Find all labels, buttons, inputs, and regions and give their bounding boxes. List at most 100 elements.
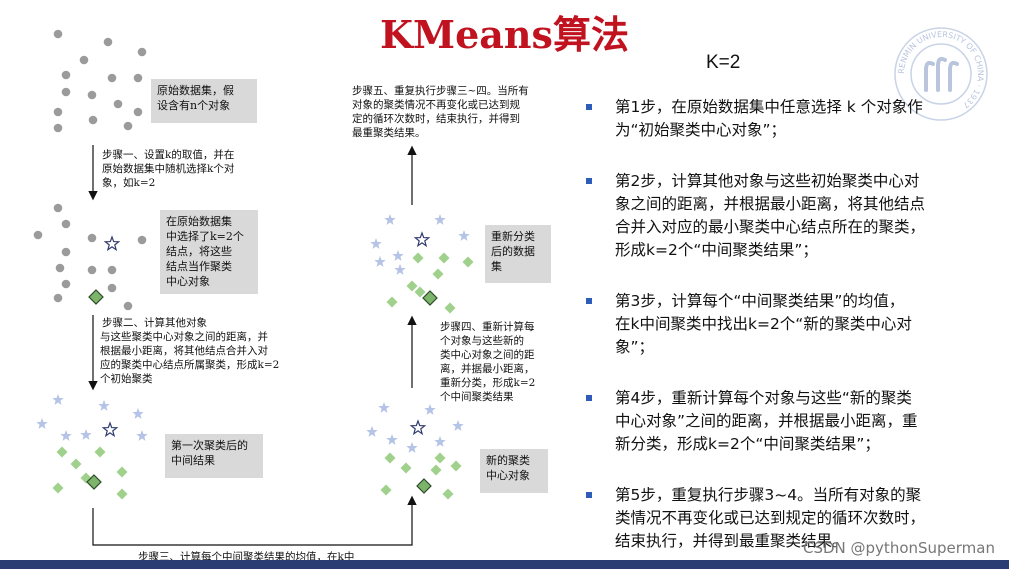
cluster-b-diamond-icon xyxy=(116,466,128,478)
cluster-b-diamond-icon xyxy=(52,482,64,494)
new-cluster-b-diamond-icon xyxy=(380,484,392,496)
k-value-label: K=2 xyxy=(706,52,741,73)
original-data-point xyxy=(87,90,97,100)
original-data-point xyxy=(79,55,89,65)
square-bullet-icon xyxy=(586,395,592,401)
new-cluster-a-star-icon xyxy=(424,404,436,415)
original-data-point xyxy=(53,29,63,39)
new-cluster-b-diamond-icon xyxy=(450,460,462,472)
unassigned-data-point xyxy=(53,203,63,213)
new-cluster-b-diamond-icon xyxy=(400,462,412,474)
new-cluster-a-star-icon xyxy=(452,420,464,431)
unassigned-data-point xyxy=(53,293,63,303)
annotation-step5: 步骤五、重复执行步骤三~四。当所有对象的聚类情况不再变化或已达到规 定的循环次数… xyxy=(352,85,529,139)
regrouped-star-icon xyxy=(370,238,382,249)
unassigned-data-point xyxy=(55,263,65,273)
new-cluster-b-diamond-icon xyxy=(430,464,442,476)
new-center-diamond-icon xyxy=(416,478,432,494)
original-data-point xyxy=(113,99,123,109)
box-original-data: 原始数据集，假设含有n个对象 xyxy=(151,79,257,123)
unassigned-data-point xyxy=(107,265,117,275)
cluster-a-star-icon xyxy=(52,394,64,405)
regrouped-diamond-icon xyxy=(406,280,418,292)
cluster-b-diamond-icon xyxy=(94,446,106,458)
footer-bar xyxy=(0,560,1009,569)
cluster-a-star-icon xyxy=(98,400,110,411)
new-cluster-b-diamond-icon xyxy=(384,452,396,464)
regrouped-star-icon xyxy=(392,250,404,261)
box-first-cluster: 第一次聚类后的中间结果 xyxy=(165,434,263,478)
new-cluster-a-star-icon xyxy=(434,436,446,447)
new-cluster-a-star-icon xyxy=(378,402,390,413)
original-data-point xyxy=(61,87,71,97)
regrouped-star-icon xyxy=(384,214,396,225)
step-item-1: 第1步，在原始数据集中任意选择 k 个对象作为“初始聚类中心对象”； xyxy=(586,96,990,142)
unassigned-data-point xyxy=(33,230,43,240)
annotation-step4: 步骤四、重新计算每个对象与这些新的 类中心对象之间的距离，并据最小距离， 重新分… xyxy=(440,321,536,403)
new-cluster-a-star-icon xyxy=(386,434,398,445)
original-data-point xyxy=(53,123,63,133)
regrouped-star-icon xyxy=(458,230,470,241)
new-cluster-a-star-icon xyxy=(366,426,378,437)
original-data-point xyxy=(123,121,133,131)
kmeans-process-diagram xyxy=(33,29,474,546)
step-item-5: 第5步，重复执行步骤3~4。当所有对象的聚类情况不再变化或已达到规定的循环次数时… xyxy=(586,484,990,553)
regrouped-star-icon xyxy=(394,264,406,275)
original-data-point xyxy=(61,70,71,80)
new-cluster-b-diamond-icon xyxy=(442,488,454,500)
unassigned-data-point xyxy=(87,233,97,243)
step-item-2: 第2步，计算其他对象与这些初始聚类中心对象之间的距离，并根据最小距离，将其他结点… xyxy=(586,170,990,262)
steps-list: 第1步，在原始数据集中任意选择 k 个对象作为“初始聚类中心对象”； 第2步，计… xyxy=(586,96,990,553)
original-data-point xyxy=(133,107,143,117)
unassigned-data-point xyxy=(123,301,133,311)
cluster-a-star-icon xyxy=(80,429,92,440)
square-bullet-icon xyxy=(586,178,592,184)
regrouped-star-icon xyxy=(374,256,386,267)
page-title: KMeans算法 xyxy=(380,12,629,57)
unassigned-data-point xyxy=(87,265,97,275)
unassigned-data-point xyxy=(107,283,117,293)
step-item-4: 第4步，重新计算每个对象与这些“新的聚类中心对象”之间的距离，并根据最小距离，重… xyxy=(586,387,990,456)
initial-center-diamond-icon xyxy=(88,289,104,305)
regrouped-diamond-icon xyxy=(444,302,456,314)
cluster-a-star-icon xyxy=(60,430,72,441)
box-selected-centers: 在原始数据集中选择了k=2个 结点，将这些结点当作聚类 中心对象 xyxy=(160,210,258,294)
regrouped-diamond-icon xyxy=(386,296,398,308)
university-seal-icon: RENMIN UNIVERSITY OF CHINA · 1937 xyxy=(894,27,988,121)
unassigned-data-point xyxy=(137,235,147,245)
square-bullet-icon xyxy=(586,298,592,304)
regrouped-star-icon xyxy=(434,214,446,225)
original-data-point xyxy=(53,107,63,117)
regrouped-diamond-icon xyxy=(438,252,450,264)
unassigned-data-point xyxy=(61,219,71,229)
annotation-step1: 步骤一、设置k的取值，并在原始数据集中随机选择k个对象，如k=2 xyxy=(102,149,235,189)
box-regrouped-data: 重新分类后的数据集 xyxy=(485,225,551,283)
regrouped-diamond-icon xyxy=(462,256,474,268)
new-cluster-b-diamond-icon xyxy=(434,452,446,464)
annotation-step2: 步骤二、计算其他对象 与这些聚类中心对象之间的距离，并根据最小距离，将其他结点合… xyxy=(100,317,280,385)
regrouped-diamond-icon xyxy=(414,286,426,298)
original-data-point xyxy=(103,37,113,47)
cluster-b-center-diamond-icon xyxy=(86,474,102,490)
box-new-centers: 新的聚类中心对象 xyxy=(480,449,548,493)
cluster-b-diamond-icon xyxy=(70,458,82,470)
original-data-point xyxy=(137,47,147,57)
regrouped-center-star-icon xyxy=(413,231,431,248)
csdn-watermark: CSDN @pythonSuperman xyxy=(803,539,995,557)
original-data-point xyxy=(88,115,98,125)
square-bullet-icon xyxy=(586,104,592,110)
unassigned-data-point xyxy=(61,279,71,289)
new-center-star-icon xyxy=(409,419,427,436)
original-data-point xyxy=(133,73,143,83)
unassigned-data-point xyxy=(61,247,71,257)
cluster-a-star-icon xyxy=(136,430,148,441)
cluster-b-diamond-icon xyxy=(56,446,68,458)
regrouped-diamond-icon xyxy=(432,268,444,280)
initial-center-star-icon xyxy=(103,235,121,252)
cluster-a-star-icon xyxy=(36,418,48,429)
step-item-3: 第3步，计算每个“中间聚类结果”的均值，在k中间聚类中找出k=2个“新的聚类中心… xyxy=(586,290,990,359)
regrouped-diamond-icon xyxy=(412,252,424,264)
cluster-a-star-icon xyxy=(132,408,144,419)
cluster-b-diamond-icon xyxy=(116,488,128,500)
arrow-step3 xyxy=(92,495,417,546)
